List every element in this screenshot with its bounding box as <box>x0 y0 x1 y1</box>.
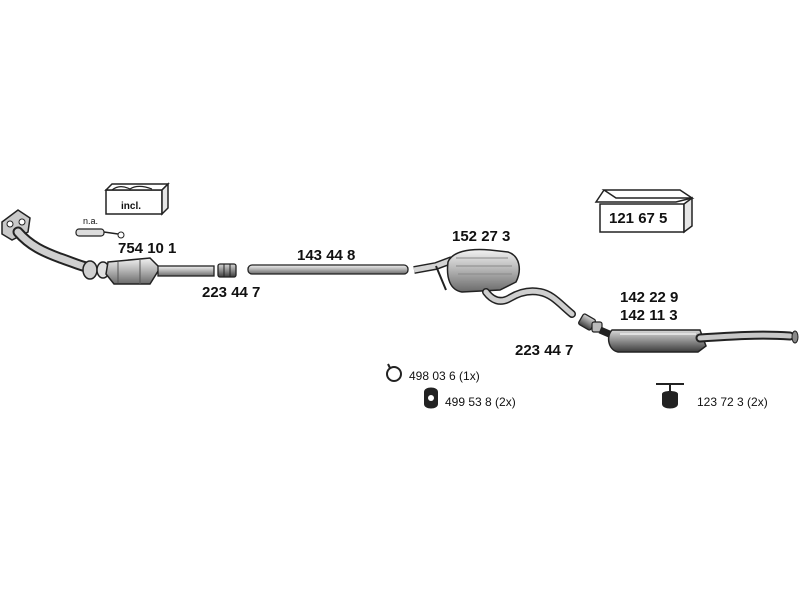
rear-silencer <box>598 326 799 353</box>
center-silencer <box>413 248 576 318</box>
downpipe-flange <box>82 260 98 280</box>
part-number-center-silencer: 152 27 3 <box>452 228 511 245</box>
kit-included-label: incl. <box>121 201 142 212</box>
part-number-rear-silencer-a: 142 22 9 <box>620 289 679 306</box>
part-number-catalyst: 754 10 1 <box>118 240 177 257</box>
part-number-mounting-kit: 121 67 5 <box>609 210 668 227</box>
front-clamp <box>217 263 237 278</box>
included-kit-box <box>104 182 170 216</box>
catalytic-converter <box>105 257 215 285</box>
rubber-mount-icon <box>424 387 438 409</box>
mounting-kit-box <box>594 189 695 234</box>
lambda-note-label: n.a. <box>83 216 99 226</box>
mid-pipe <box>247 264 409 275</box>
part-number-hanger: 123 72 3 (2x) <box>697 395 768 409</box>
part-number-rear-silencer-b: 142 11 3 <box>620 307 678 324</box>
part-number-rubber-mount: 499 53 8 (2x) <box>445 395 516 409</box>
hanger-icon <box>656 383 684 409</box>
rubber-ring-icon <box>386 363 402 382</box>
part-number-rear-clamp: 223 44 7 <box>515 342 574 359</box>
lambda-sensor <box>75 228 125 239</box>
part-number-mid-pipe: 143 44 8 <box>297 247 356 264</box>
rear-clamp <box>578 313 603 333</box>
part-number-rubber-ring: 498 03 6 (1x) <box>409 369 480 383</box>
part-number-front-clamp: 223 44 7 <box>202 284 261 301</box>
